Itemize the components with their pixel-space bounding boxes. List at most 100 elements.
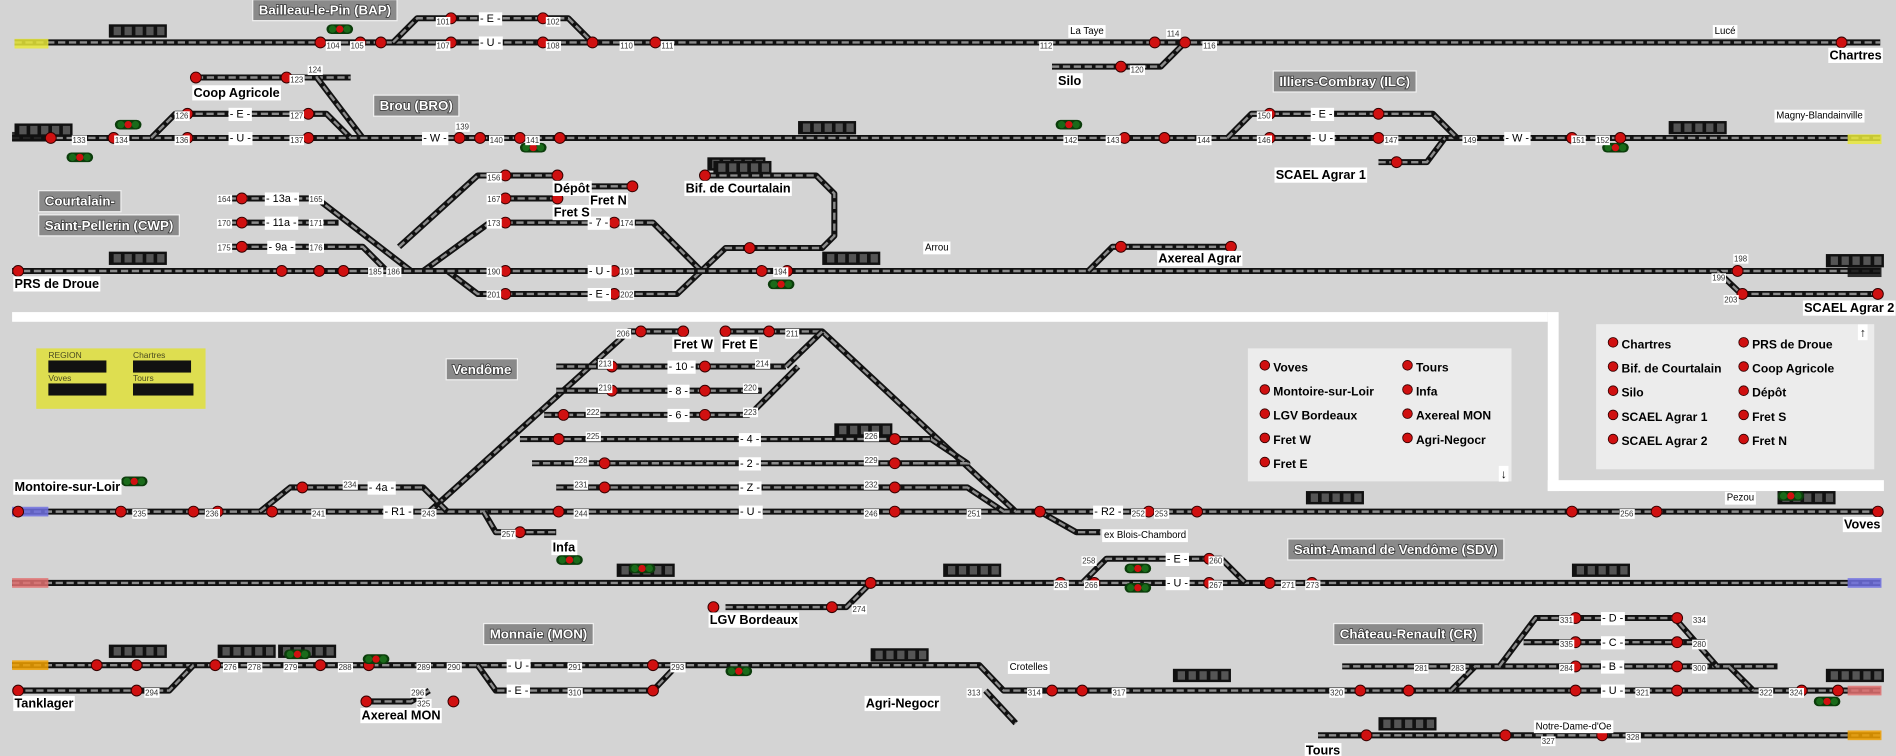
signal-red[interactable] [1354,684,1367,697]
signal-red[interactable] [699,169,711,182]
signal-red[interactable] [1179,36,1191,49]
signal-red[interactable] [1650,505,1663,518]
signal-red[interactable] [275,265,288,277]
route-signal-icon[interactable] [1607,337,1619,348]
route-signal-icon[interactable] [1607,433,1619,445]
route-destination-button-group[interactable]: Fret W [1273,433,1311,447]
route-destination-button[interactable]: Fret N [1752,434,1787,448]
signal-red[interactable] [296,481,309,494]
signal-red[interactable] [447,695,460,708]
signal-red[interactable] [1731,265,1744,277]
scroll-down-arrow[interactable]: ↓ [1501,467,1507,481]
signal-red[interactable] [12,505,25,518]
route-destination-button[interactable]: Tours [1416,360,1449,374]
signal-red[interactable] [337,265,350,277]
route-signal-icon[interactable] [1402,408,1413,419]
signal-red[interactable] [707,601,720,614]
route-destination-button[interactable]: Fret E [1273,457,1307,471]
signal-red[interactable] [1736,288,1749,300]
route-destination-button-group[interactable]: Fret N [1752,434,1787,448]
route-signal-icon[interactable] [1738,385,1749,396]
signal-red[interactable] [44,132,57,144]
route-destination-button[interactable]: SCAEL Agrar 2 [1622,434,1708,448]
route-destination-button[interactable]: SCAEL Agrar 1 [1622,410,1708,424]
signal-red[interactable] [1832,684,1844,697]
route-destination-button-group[interactable]: SCAEL Agrar 2 [1622,434,1708,448]
signal-red[interactable] [864,577,877,589]
scroll-up-arrow[interactable]: ↑ [1860,325,1866,339]
route-destination-button[interactable]: PRS de Droue [1752,337,1833,351]
signal-red[interactable] [1158,132,1171,144]
signal-red[interactable] [314,36,327,49]
route-destination-button-group[interactable]: Tours [1416,360,1449,374]
signal-red[interactable] [1076,684,1089,697]
signal-red[interactable] [888,481,901,494]
route-signal-icon[interactable] [1738,361,1749,372]
signal-red[interactable] [514,526,526,539]
route-signal-icon[interactable] [1259,408,1271,419]
route-destination-button[interactable]: Fret S [1752,410,1786,424]
signal-red[interactable] [1263,577,1276,589]
route-destination-button-group[interactable]: Bif. de Courtalain [1622,362,1722,376]
signal-red[interactable] [266,505,278,518]
signal-red[interactable] [888,505,901,518]
signal-red[interactable] [699,408,711,421]
route-signal-icon[interactable] [1402,384,1413,395]
signal-red[interactable] [1372,107,1385,120]
signal-red[interactable] [235,192,248,205]
signal-red[interactable] [235,240,248,253]
signal-red[interactable] [763,325,775,338]
route-signal-icon[interactable] [1738,409,1749,421]
signal-red[interactable] [1390,156,1403,169]
signal-red[interactable] [130,684,143,697]
signal-red[interactable] [1148,36,1161,49]
route-destination-button[interactable]: Dépôt [1752,386,1786,400]
route-destination-button-group[interactable]: Voves [1273,360,1308,374]
route-destination-button-group[interactable]: PRS de Droue [1752,337,1833,351]
signal-red[interactable] [647,659,659,672]
scroll-up-arrow-group[interactable]: ↑ [1857,324,1868,341]
signal-red[interactable] [1372,132,1385,144]
route-destination-button[interactable]: Coop Agricole [1752,362,1834,376]
route-signal-icon[interactable] [1607,409,1619,421]
route-destination-button-group[interactable]: Agri-Negocr [1416,433,1486,447]
signal-red[interactable] [302,107,315,120]
signal-red[interactable] [1566,505,1578,518]
signal-red[interactable] [586,36,599,49]
route-destination-button[interactable]: Agri-Negocr [1416,433,1486,447]
signal-red[interactable] [598,457,611,470]
route-destination-button-group[interactable]: LGV Bordeaux [1273,409,1357,423]
signal-red[interactable] [1033,505,1046,518]
signal-red[interactable] [1114,240,1127,253]
signal-red[interactable] [552,433,565,445]
signal-red[interactable] [1499,729,1512,742]
route-destination-button[interactable]: Voves [1273,360,1308,374]
signal-red[interactable] [374,36,387,49]
signal-red[interactable] [1402,684,1415,697]
signal-red[interactable] [1671,684,1684,697]
route-destination-button[interactable]: Chartres [1622,337,1672,351]
signal-red[interactable] [499,192,512,205]
route-signal-icon[interactable] [1607,361,1619,372]
route-signal-icon[interactable] [1607,385,1619,396]
signal-red[interactable] [209,659,222,672]
signal-red[interactable] [114,505,127,518]
route-destination-button-group[interactable]: Fret E [1273,457,1307,471]
signal-red[interactable] [1871,288,1884,300]
route-destination-button-group[interactable]: Fret S [1752,410,1786,424]
route-signal-icon[interactable] [1259,432,1271,444]
route-destination-button[interactable]: Axereal MON [1416,409,1491,423]
signal-red[interactable] [608,216,621,229]
route-destination-button-group[interactable]: Dépôt [1752,386,1786,400]
signal-red[interactable] [1191,505,1204,518]
signal-red[interactable] [189,71,202,84]
signal-red[interactable] [1671,660,1684,673]
route-destination-button[interactable]: Montoire-sur-Loir [1273,385,1374,399]
scroll-down-arrow-group[interactable]: ↓ [1498,465,1509,482]
signal-red[interactable] [514,132,526,144]
signal-red[interactable] [743,242,756,254]
route-destination-button-group[interactable]: SCAEL Agrar 1 [1622,410,1708,424]
signal-red[interactable] [719,325,732,338]
route-destination-button[interactable]: Bif. de Courtalain [1622,362,1722,376]
signal-red[interactable] [755,265,768,277]
